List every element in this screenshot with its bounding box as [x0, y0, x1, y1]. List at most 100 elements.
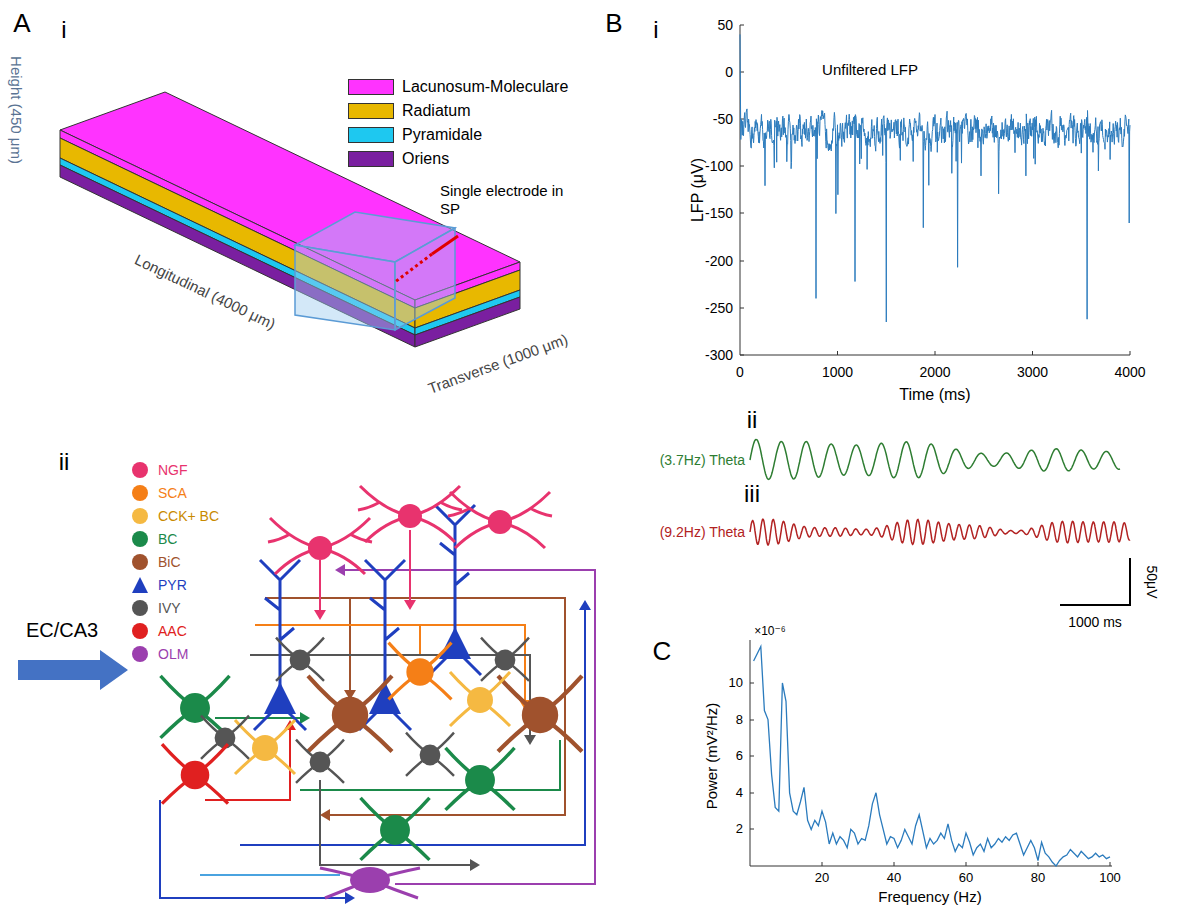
ivy-cell [276, 638, 324, 681]
ngf-cell [448, 492, 552, 548]
axis-label: Time (ms) [899, 385, 970, 404]
tick-label: -50 [713, 111, 733, 128]
panel-letter: C [653, 636, 672, 667]
tissue-slab [60, 92, 520, 347]
pyramidal-cell [429, 505, 481, 675]
legend-label: Radiatum [402, 101, 470, 120]
axis-label: Height (450 μm) [7, 56, 25, 164]
scale-label: 50μV [1144, 566, 1161, 599]
legend-swatch [132, 600, 148, 616]
tick-label: -100 [705, 158, 733, 175]
bc-cell [161, 676, 230, 738]
legend-swatch [132, 646, 148, 662]
scale-label: 1000 ms [1068, 614, 1122, 631]
electrode [395, 254, 432, 282]
tick-label: -250 [705, 300, 733, 317]
tick-label: -200 [705, 253, 733, 270]
olm-cell [320, 867, 420, 898]
panel-index: ii [747, 406, 758, 435]
legend-label: BiC [158, 554, 181, 571]
legend-swatch [131, 576, 149, 594]
plot-axes [750, 640, 751, 866]
ivy-cell [406, 733, 454, 776]
legend-label: Pyramidale [402, 125, 482, 144]
tick-label: 2000 [919, 364, 950, 381]
plot-axes [750, 866, 1112, 867]
ivy-cell [296, 740, 344, 783]
tick-label: 100 [1099, 870, 1121, 886]
olm-cell [350, 867, 390, 893]
recording-volume [295, 245, 395, 330]
panel-letter: B [605, 8, 622, 39]
plot-axes [740, 25, 1130, 355]
scale-bar [1060, 558, 1131, 605]
synaptic-wiring [265, 598, 565, 815]
panel-index: i [61, 16, 66, 45]
tick-label: 3000 [1017, 364, 1048, 381]
synapse-terminal [404, 600, 416, 610]
synapse-terminal [320, 809, 330, 821]
cck-cell [235, 720, 295, 774]
plot-axes [740, 25, 1130, 355]
legend-label: PYR [158, 577, 187, 594]
legend-label: Lacunosum-Moleculare [402, 77, 568, 96]
tick-label: 10 [729, 675, 743, 691]
legend-label: OLM [158, 646, 188, 663]
synaptic-wiring [200, 874, 340, 876]
synapse-terminal [579, 600, 591, 610]
tick-label: 60 [959, 870, 973, 886]
axis-label: LFP (μV) [688, 158, 707, 222]
tick-label: 4 [736, 785, 743, 801]
synapse-terminal [524, 735, 536, 745]
legend-label: AAC [158, 623, 187, 640]
axis-label: Power (mV²/Hz) [703, 703, 721, 810]
theta-trace [750, 440, 1120, 480]
plot-title: Unfiltered LFP [822, 61, 918, 79]
legend-triangle [132, 577, 148, 593]
axis-multiplier: ×10⁻⁶ [754, 624, 786, 638]
scale-bar [1060, 604, 1131, 606]
tick-label: 0 [725, 64, 733, 81]
trace-label: (3.7Hz) Theta [660, 452, 745, 469]
neuron-cells [161, 486, 583, 898]
legend-label: SCA [158, 485, 187, 502]
tick-label: -150 [705, 205, 733, 222]
synaptic-wiring [409, 530, 411, 600]
ngf-cell [268, 518, 372, 574]
legend-swatch [348, 103, 394, 119]
lfp-trace [740, 34, 1130, 322]
tick-label: 2 [736, 821, 743, 837]
ngf-cell [358, 486, 462, 542]
tick-label: 0 [736, 364, 744, 381]
legend-swatch [132, 554, 148, 570]
legend-label: NGF [158, 462, 188, 479]
olm-cell [320, 868, 420, 898]
synapse-terminal [470, 859, 480, 871]
panel-index: iii [744, 480, 760, 509]
input-label: EC/CA3 [26, 618, 98, 642]
callout-label: Single electrode in SP [440, 182, 570, 218]
legend-label: CCK+ BC [158, 508, 219, 525]
plot-axes [750, 640, 1112, 866]
bic-cell [498, 676, 582, 752]
synaptic-wiring [240, 610, 585, 845]
trace-label: (9.2Hz) Theta [660, 524, 745, 541]
legend-swatch [348, 79, 394, 95]
tick-label: 1000 [822, 364, 853, 381]
ivy-cell [201, 716, 249, 759]
synaptic-wiring [160, 530, 595, 898]
legend-label: BC [158, 531, 177, 548]
panel-index: ii [59, 448, 70, 477]
electrode [432, 236, 458, 254]
synaptic-wiring [319, 560, 321, 610]
tick-label: -300 [705, 347, 733, 364]
tick-label: 50 [717, 17, 733, 34]
synaptic-wiring [215, 717, 300, 719]
aac-cell [162, 744, 228, 803]
tick-label: 80 [1031, 870, 1045, 886]
tissue-slab [60, 165, 415, 347]
legend-swatch [132, 462, 148, 478]
legend-swatch [132, 485, 148, 501]
